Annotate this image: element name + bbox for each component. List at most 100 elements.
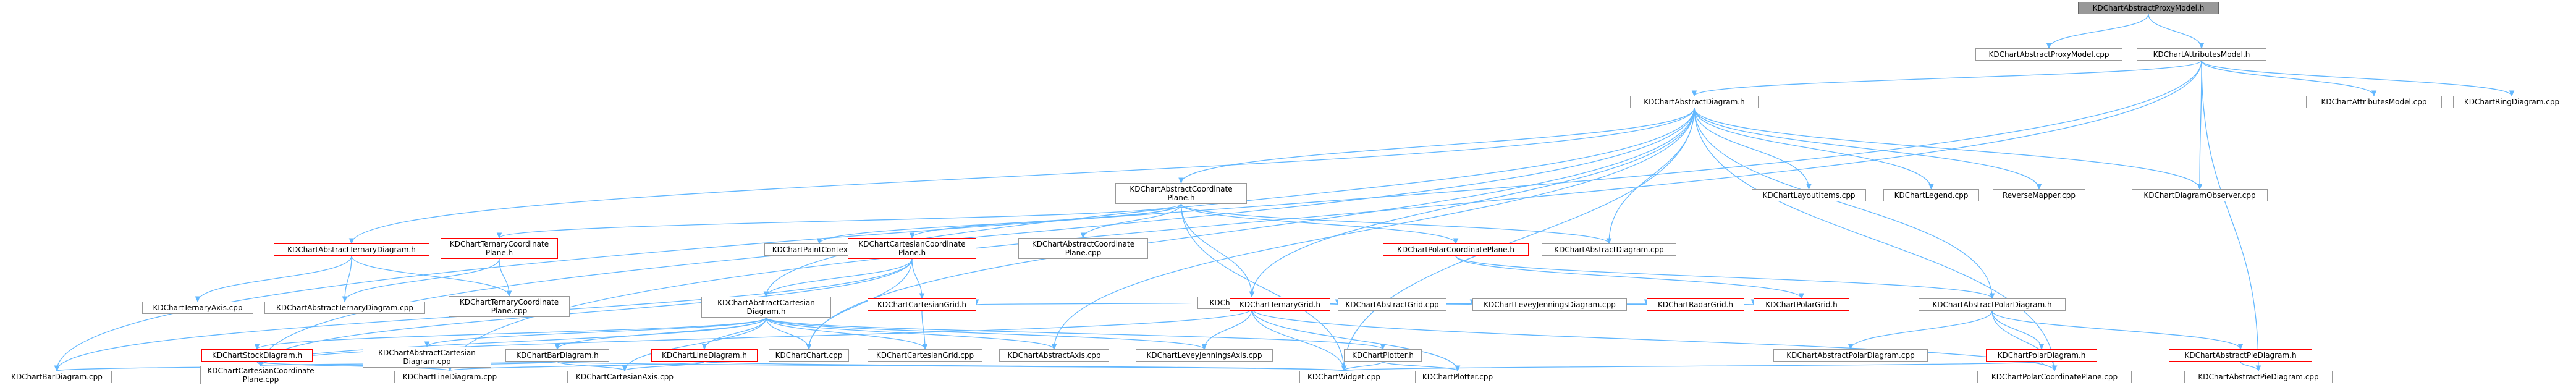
dependency-arrowhead xyxy=(2038,344,2045,350)
node-kdchartpolarcoordinateplane-h[interactable]: KDChartPolarCoordinatePlane.h xyxy=(1383,243,1529,256)
dependency-arrowhead xyxy=(2198,43,2205,49)
node-kdchartabstractdiagram-cpp[interactable]: KDChartAbstractDiagram.cpp xyxy=(1542,243,1676,256)
dependency-arrowhead xyxy=(806,344,812,350)
node-reversemapper-cpp[interactable]: ReverseMapper.cpp xyxy=(1993,189,2085,201)
node-kdchartradargrid-h[interactable]: KDChartRadarGrid.h xyxy=(1647,298,1744,311)
dependency-edge xyxy=(808,258,913,350)
dependency-edge xyxy=(256,361,450,371)
node-kdchartwidget-cpp[interactable]: KDChartWidget.cpp xyxy=(1299,371,1388,383)
node-kdchartplotter-cpp[interactable]: KDChartPlotter.cpp xyxy=(1415,371,1500,383)
node-kdchartpolardiagram-h[interactable]: KDChartPolarDiagram.h xyxy=(1986,349,2097,362)
dependency-arrowhead xyxy=(1989,293,1995,300)
node-kdchartabstractpolardiagram-h[interactable]: KDChartAbstractPolarDiagram.h xyxy=(1919,298,2066,311)
node-kdchartleveyjenningsdiagram-cpp[interactable]: KDChartLeveyJenningsDiagram.cpp xyxy=(1472,298,1627,311)
node-kdchartpaintcontext-cpp[interactable]: KDChartPaintContext.cpp xyxy=(764,243,874,256)
dependency-edge xyxy=(2201,60,2259,371)
node-kdchartternaryaxis-cpp[interactable]: KDChartTernaryAxis.cpp xyxy=(142,302,253,314)
dependency-edge xyxy=(704,317,767,350)
dependency-edge xyxy=(499,203,1182,239)
node-kdchartcartesiancoordinateplane-h[interactable]: KDChartCartesianCoordinate Plane.h xyxy=(848,238,976,259)
dependency-edge xyxy=(921,310,926,350)
dependency-edge xyxy=(976,302,1198,305)
node-kdchartternarygrid-h[interactable]: KDChartTernaryGrid.h xyxy=(1230,298,1330,311)
node-kdchartabstractproxymodel-cpp[interactable]: KDChartAbstractProxyModel.cpp xyxy=(1975,48,2122,61)
node-kdchartattributesmodel-cpp[interactable]: KDChartAttributesModel.cpp xyxy=(2306,96,2442,108)
dependency-edge xyxy=(1083,203,1182,239)
node-kdchartleveyjenningsaxis-cpp[interactable]: KDChartLeveyJenningsAxis.cpp xyxy=(1136,349,1273,362)
node-kdchartabstractpiediagram-h[interactable]: KDChartAbstractPieDiagram.h xyxy=(2169,349,2312,362)
node-kdchartcartesianaxis-cpp[interactable]: KDChartCartesianAxis.cpp xyxy=(567,371,682,383)
node-kdchartabstractternarydiagram-cpp[interactable]: KDChartAbstractTernaryDiagram.cpp xyxy=(264,302,425,314)
dependency-arrowhead xyxy=(816,238,822,245)
dependency-arrowhead xyxy=(2046,43,2052,49)
dependency-edge xyxy=(808,108,1695,350)
node-kdchartpolarcoordinateplane-cpp[interactable]: KDChartPolarCoordinatePlane.cpp xyxy=(1977,371,2132,383)
node-kdchartabstractcoordinateplane-h[interactable]: KDChartAbstractCoordinate Plane.h xyxy=(1115,183,1247,204)
node-kdchartabstractternarydiagram-h[interactable]: KDChartAbstractTernaryDiagram.h xyxy=(274,243,429,256)
dependency-edge xyxy=(1455,255,1802,299)
node-kdchartplotter-h[interactable]: KDChartPlotter.h xyxy=(1344,349,1422,362)
dependency-arrowhead xyxy=(622,365,628,372)
node-kdchartabstractcoordinateplane-cpp[interactable]: KDChartAbstractCoordinate Plane.cpp xyxy=(1018,238,1148,259)
dependency-edge xyxy=(1180,203,1252,297)
dependency-edge xyxy=(1850,310,1993,350)
dependency-edge xyxy=(2240,361,2259,371)
dependency-edge xyxy=(1991,310,2042,350)
dependency-edge xyxy=(1694,108,2040,190)
dependency-arrowhead xyxy=(919,293,925,300)
node-kdchartstockdiagram-h[interactable]: KDChartStockDiagram.h xyxy=(201,349,313,362)
node-kdchartchart-cpp[interactable]: KDChartChart.cpp xyxy=(769,349,849,362)
node-kdchartringdiagram-cpp[interactable]: KDChartRingDiagram.cpp xyxy=(2453,96,2570,108)
node-kdchartbardiagram-h[interactable]: KDChartBarDiagram.h xyxy=(505,349,609,362)
node-kdchartternarycoordinateplane-h[interactable]: KDChartTernaryCoordinate Plane.h xyxy=(441,238,558,259)
node-kdchartbardiagram-cpp[interactable]: KDChartBarDiagram.cpp xyxy=(2,371,112,383)
dependency-edge xyxy=(1343,361,1383,371)
dependency-arrowhead xyxy=(2197,184,2203,190)
dependency-edge xyxy=(766,317,926,350)
node-kdchartabstractproxymodel-h: KDChartAbstractProxyModel.h xyxy=(2078,2,2219,14)
node-kdchartlinediagram-h[interactable]: KDChartLineDiagram.h xyxy=(651,349,758,362)
dependency-arrowhead xyxy=(1178,177,1184,184)
node-kdchartlegend-cpp[interactable]: KDChartLegend.cpp xyxy=(1883,189,1979,201)
node-kdchartabstractpiediagram-cpp[interactable]: KDChartAbstractPieDiagram.cpp xyxy=(2184,371,2333,383)
dependency-edge xyxy=(1991,310,2055,371)
node-kdchartabstractcartesiandiagram-h[interactable]: KDChartAbstractCartesian Diagram.h xyxy=(701,297,831,318)
dependency-arrowhead xyxy=(2371,90,2377,97)
dependency-arrowhead xyxy=(1848,344,1854,350)
node-kdchartabstractcartesiandiagram-cpp[interactable]: KDChartAbstractCartesian Diagram.cpp xyxy=(363,347,491,368)
node-kdchartabstractpolardiagram-cpp[interactable]: KDChartAbstractPolarDiagram.cpp xyxy=(1773,349,1928,362)
node-kdchartpolargrid-h[interactable]: KDChartPolarGrid.h xyxy=(1754,298,1849,311)
node-kdchartlayoutitems-cpp[interactable]: KDChartLayoutItems.cpp xyxy=(1752,189,1866,201)
dependency-edge xyxy=(1251,308,1458,371)
dependency-arrowhead xyxy=(54,365,60,372)
dependency-arrowhead xyxy=(2237,344,2244,350)
dependency-arrowhead xyxy=(1806,184,1812,190)
dependency-arrowhead xyxy=(2036,184,2042,190)
dependency-arrowhead xyxy=(1453,238,1459,245)
dependency-edge xyxy=(449,60,2202,371)
node-kdchartabstractdiagram-h[interactable]: KDChartAbstractDiagram.h xyxy=(1630,96,1759,108)
dependency-edge xyxy=(1204,308,1252,350)
node-kdchartcartesiangrid-cpp[interactable]: KDChartCartesianGrid.cpp xyxy=(868,349,982,362)
dependency-arrowhead xyxy=(909,232,915,239)
dependency-edge xyxy=(557,361,1345,371)
dependency-edge xyxy=(197,255,352,302)
dependency-edge xyxy=(704,361,1345,371)
dependency-arrowhead xyxy=(506,290,512,297)
node-kdchartattributesmodel-h[interactable]: KDChartAttributesModel.h xyxy=(2137,48,2266,61)
dependency-arrowhead xyxy=(1080,232,1086,239)
node-kdchartcartesiancoordinateplane-cpp[interactable]: KDChartCartesianCoordinate Plane.cpp xyxy=(200,366,321,384)
dependency-edge xyxy=(1694,108,2055,371)
node-kdchartabstractaxis-cpp[interactable]: KDChartAbstractAxis.cpp xyxy=(999,349,1109,362)
node-kdchartcartesiangrid-h[interactable]: KDChartCartesianGrid.h xyxy=(868,298,976,311)
node-kdchartternarycoordinateplane-cpp[interactable]: KDChartTernaryCoordinate Plane.cpp xyxy=(449,296,570,317)
dependency-arrowhead xyxy=(2255,365,2261,372)
dependency-edge xyxy=(1343,361,2042,371)
dependency-edge xyxy=(1694,108,1993,299)
dependency-arrowhead xyxy=(1928,184,1934,190)
node-kdchartlinediagram-cpp[interactable]: KDChartLineDiagram.cpp xyxy=(394,371,505,383)
node-kdchartabstractgrid-cpp[interactable]: KDChartAbstractGrid.cpp xyxy=(1338,298,1446,311)
node-kdchartdiagramobserver-cpp[interactable]: KDChartDiagramObserver.cpp xyxy=(2132,189,2268,201)
dependency-edge xyxy=(1694,108,1810,190)
